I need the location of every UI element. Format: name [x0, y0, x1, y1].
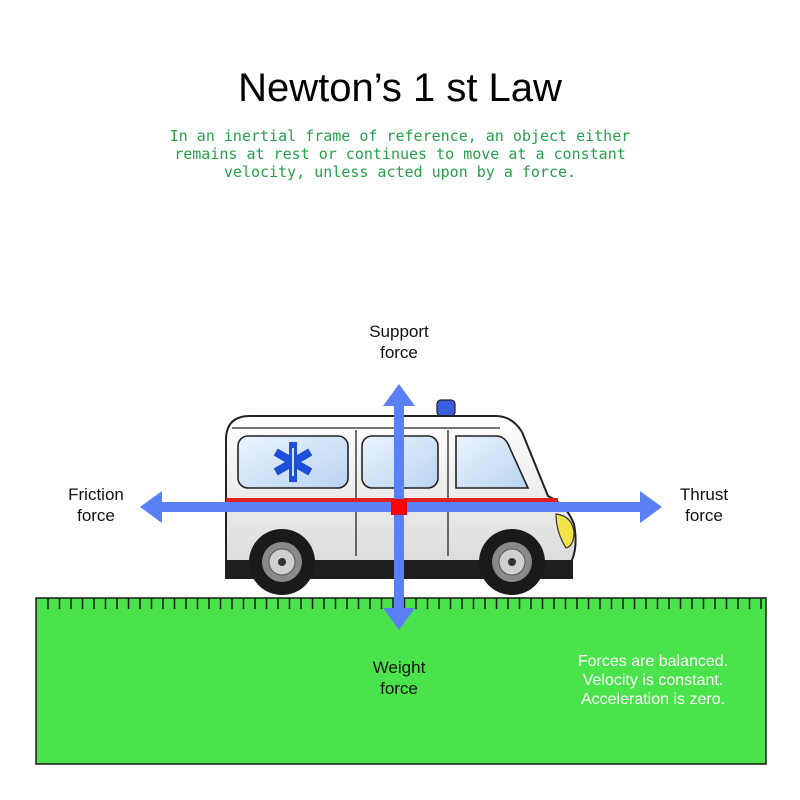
cab-window: [455, 435, 530, 489]
note-line-2: Velocity is constant.: [582, 672, 724, 689]
definition-line-3: velocity, unless acted upon by a force.: [223, 163, 577, 181]
definition-line-2: remains at rest or continues to move at …: [174, 145, 626, 163]
rear-wheel: [249, 529, 315, 595]
friction-arrowhead: [140, 491, 162, 523]
law-definition: In an inertial frame of reference, an ob…: [120, 127, 680, 181]
definition-line-1: In an inertial frame of reference, an ob…: [169, 127, 631, 145]
weight-force-label: Weight force: [372, 658, 426, 698]
equilibrium-note: Forces are balanced. Velocity is constan…: [548, 652, 758, 709]
note-line-1: Forces are balanced.: [577, 653, 729, 670]
note-line-3: Acceleration is zero.: [580, 691, 726, 708]
beacon-light: [436, 399, 456, 417]
diagram-title: Newton’s 1 st Law: [238, 66, 562, 110]
star-of-life-icon: [273, 442, 313, 482]
front-wheel: [479, 529, 545, 595]
center-of-mass-point: [391, 499, 407, 515]
thrust-force-label: Thrust force: [679, 485, 729, 525]
friction-force-label: Friction force: [68, 485, 124, 525]
headlight: [555, 513, 575, 549]
support-arrowhead: [383, 384, 415, 406]
door-seams: [355, 430, 449, 556]
support-force-label: Support force: [369, 322, 429, 362]
ground-ticks: [47, 598, 762, 609]
thrust-arrowhead: [640, 491, 662, 523]
weight-arrowhead: [383, 608, 415, 630]
